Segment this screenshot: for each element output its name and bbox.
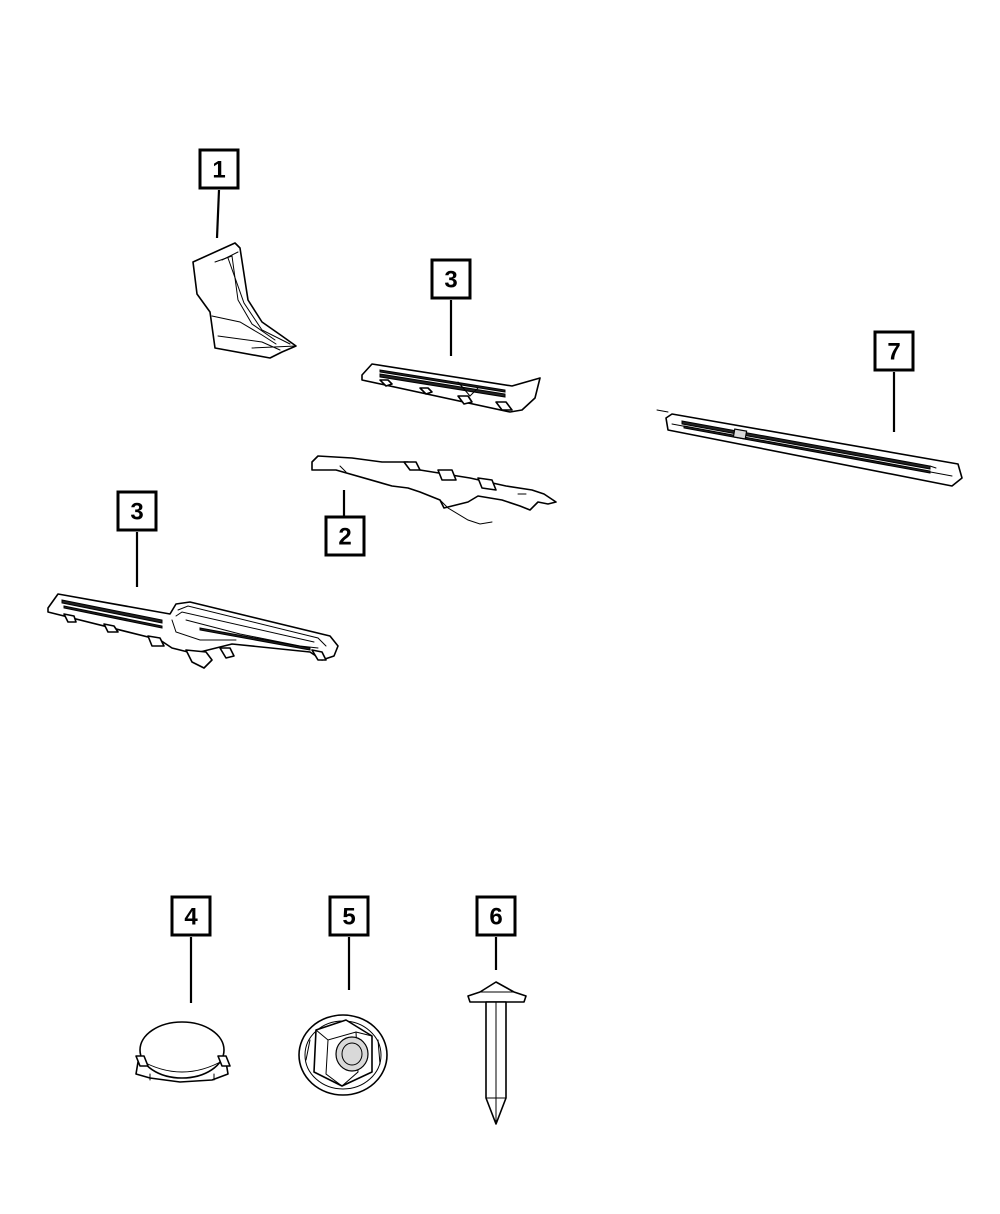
callout-3-upper[interactable]: 3 <box>430 258 472 300</box>
callout-2[interactable]: 2 <box>324 515 366 557</box>
svg-text:6: 6 <box>489 904 502 931</box>
callout-6[interactable]: 6 <box>475 895 517 937</box>
part-6-push-pin <box>467 981 527 1125</box>
part-4-cap <box>135 1021 231 1083</box>
svg-text:3: 3 <box>130 499 143 526</box>
svg-text:2: 2 <box>338 524 351 551</box>
leader-line-1 <box>215 189 221 239</box>
svg-text:1: 1 <box>212 157 225 184</box>
part-3-rear-sill-plate <box>361 363 541 413</box>
callout-3-lower[interactable]: 3 <box>116 490 158 532</box>
callout-1[interactable]: 1 <box>198 148 240 190</box>
part-5-nut <box>298 1014 388 1096</box>
svg-text:4: 4 <box>184 904 198 931</box>
svg-text:7: 7 <box>887 339 900 366</box>
svg-text:5: 5 <box>342 904 355 931</box>
callout-7[interactable]: 7 <box>873 330 915 372</box>
callout-4[interactable]: 4 <box>170 895 212 937</box>
part-1-pillar-trim <box>192 242 297 359</box>
part-7-front-sill-plate <box>656 409 963 487</box>
svg-text:3: 3 <box>444 267 457 294</box>
part-3-front-sill-step <box>47 593 339 669</box>
callout-5[interactable]: 5 <box>328 895 370 937</box>
part-2-bracket <box>311 455 557 525</box>
